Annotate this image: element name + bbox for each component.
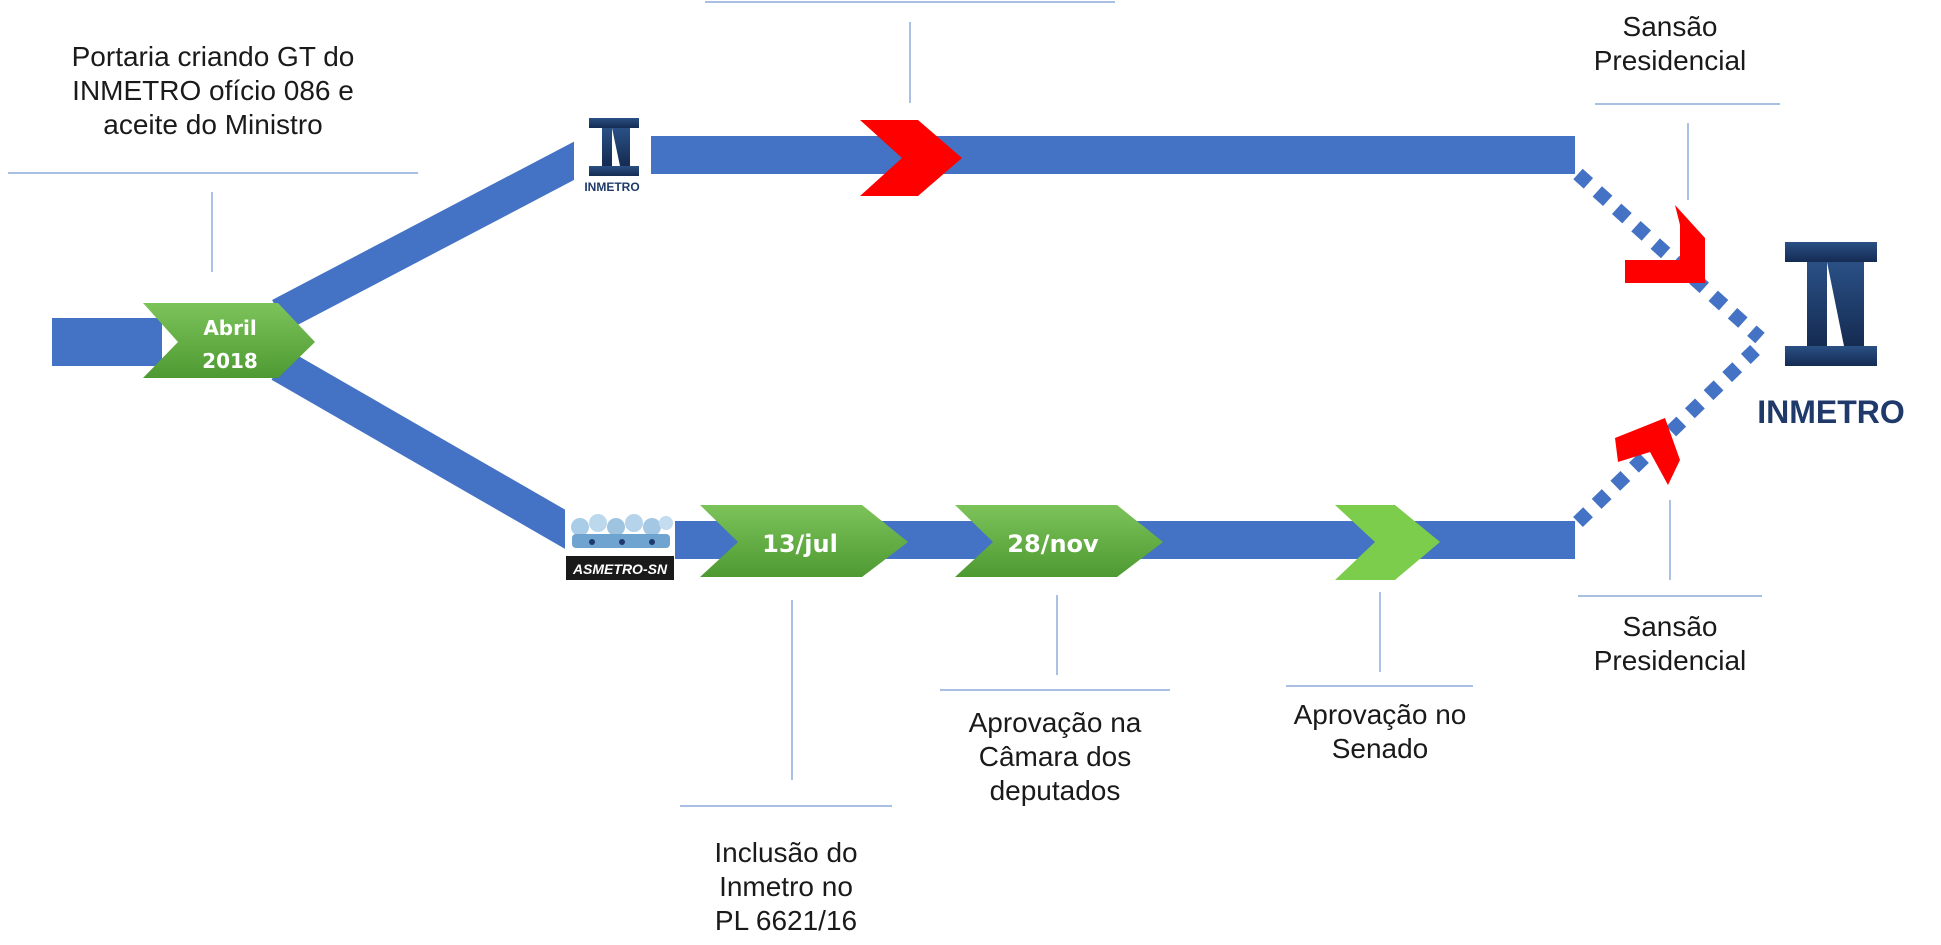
- upper-track: [640, 136, 1575, 174]
- milestone-abril-label: Abril: [203, 316, 256, 340]
- milestone-2018-label: 2018: [202, 349, 258, 373]
- red-chevron-sansao-bottom: [1615, 418, 1680, 485]
- inmetro-large-logo-text: INMETRO: [1757, 394, 1905, 430]
- inmetro-small-logo-text: INMETRO: [584, 180, 639, 194]
- leader-lines: [8, 1, 1780, 807]
- label-senado: Aprovação no Senado: [1293, 699, 1467, 764]
- label-portaria: Portaria criando GT do INMETRO ofício 08…: [71, 41, 355, 140]
- start-track: [52, 318, 162, 366]
- asmetro-logo-text: ASMETRO-SN: [572, 561, 668, 577]
- milestone-abril-2018: Abril 2018: [143, 303, 315, 378]
- milestone-senado-chevron: [1335, 505, 1440, 580]
- asmetro-logo: ASMETRO-SN: [565, 503, 675, 581]
- milestone-28-nov: 28/nov: [955, 505, 1163, 577]
- lower-branch-track: [271, 350, 584, 550]
- label-camara: Aprovação na Câmara dos deputados: [968, 707, 1142, 806]
- red-chevron-upper-track: [860, 120, 962, 196]
- inmetro-large-logo: INMETRO: [1757, 242, 1905, 430]
- milestone-13-jul: 13/jul: [700, 505, 908, 577]
- label-sansao-top: Sansão Presidencial: [1593, 11, 1747, 76]
- upper-branch-track: [272, 139, 593, 331]
- red-chevron-sansao-top: [1625, 205, 1705, 283]
- upper-dotted-connector: [1573, 168, 1765, 344]
- label-sansao-bottom: Sansão Presidencial: [1593, 611, 1747, 676]
- milestone-nov-label: 28/nov: [1007, 530, 1099, 558]
- label-inclusao: Inclusão do Inmetro no PL 6621/16: [714, 837, 858, 936]
- milestone-jul-label: 13/jul: [762, 530, 838, 558]
- inmetro-small-logo: INMETRO: [574, 114, 651, 194]
